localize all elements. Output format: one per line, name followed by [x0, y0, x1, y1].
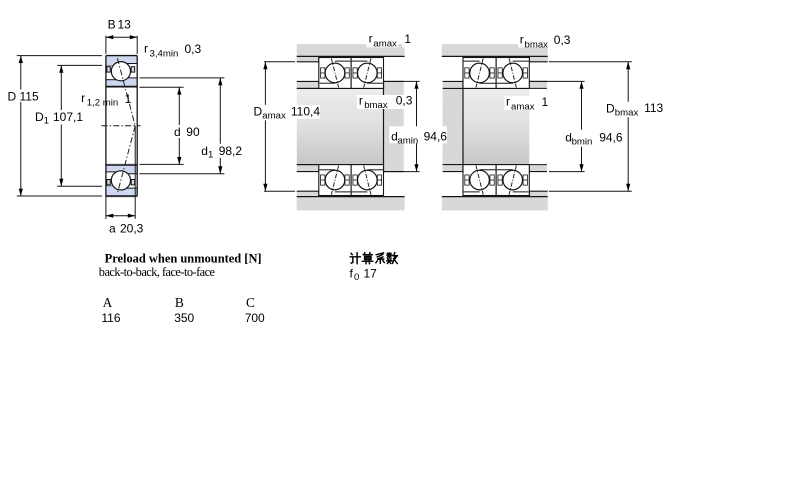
svg-text:1: 1 [542, 95, 549, 109]
svg-text:D: D [606, 101, 615, 115]
svg-text:3,4min: 3,4min [150, 48, 179, 59]
svg-text:13: 13 [118, 18, 132, 32]
svg-text:115: 115 [20, 90, 39, 104]
svg-text:bmax: bmax [364, 100, 388, 111]
svg-text:r: r [359, 94, 363, 108]
svg-text:0,3: 0,3 [185, 42, 202, 56]
svg-text:Preload when unmounted [N]: Preload when unmounted [N] [105, 251, 262, 265]
svg-text:113: 113 [644, 101, 663, 115]
svg-text:d: d [174, 125, 181, 139]
svg-text:0,3: 0,3 [396, 94, 413, 108]
svg-text:back-to-back, face-to-face: back-to-back, face-to-face [99, 265, 216, 279]
svg-text:116: 116 [101, 311, 120, 325]
svg-text:f: f [350, 267, 354, 281]
svg-text:amin: amin [397, 135, 418, 146]
svg-text:0,3: 0,3 [554, 33, 571, 47]
svg-text:a: a [109, 222, 116, 236]
svg-text:d: d [201, 144, 208, 158]
svg-text:d: d [391, 130, 398, 144]
svg-text:94,6: 94,6 [599, 131, 623, 145]
svg-text:D: D [35, 110, 44, 124]
svg-text:107,1: 107,1 [53, 110, 83, 124]
svg-text:1,2 min: 1,2 min [87, 98, 118, 109]
svg-text:d: d [565, 131, 572, 145]
svg-text:A: A [103, 295, 113, 310]
svg-text:bmax: bmax [525, 39, 549, 50]
svg-text:1: 1 [125, 92, 132, 106]
svg-text:0: 0 [354, 272, 359, 283]
svg-text:110,4: 110,4 [291, 104, 320, 118]
svg-text:r: r [144, 42, 148, 56]
svg-text:350: 350 [174, 311, 194, 325]
svg-text:bmin: bmin [572, 136, 593, 147]
svg-text:20,3: 20,3 [120, 222, 144, 236]
svg-text:amax: amax [373, 38, 397, 49]
svg-text:1: 1 [404, 32, 411, 46]
svg-text:r: r [81, 91, 85, 105]
svg-text:amax: amax [511, 102, 535, 113]
svg-text:98,2: 98,2 [219, 144, 243, 158]
svg-text:r: r [520, 32, 524, 46]
svg-text:94,6: 94,6 [424, 130, 448, 144]
svg-text:1: 1 [44, 116, 49, 127]
svg-text:D: D [8, 90, 17, 104]
svg-text:C: C [246, 295, 255, 310]
svg-text:D: D [254, 104, 263, 118]
svg-text:B: B [175, 295, 184, 310]
svg-text:bmax: bmax [615, 107, 639, 118]
svg-text:17: 17 [364, 267, 378, 281]
svg-text:r: r [369, 31, 373, 45]
svg-text:90: 90 [186, 125, 200, 139]
svg-text:amax: amax [262, 110, 286, 121]
svg-text:700: 700 [245, 311, 265, 325]
svg-text:B: B [108, 18, 116, 32]
svg-text:1: 1 [208, 149, 213, 160]
svg-text:r: r [506, 95, 510, 109]
